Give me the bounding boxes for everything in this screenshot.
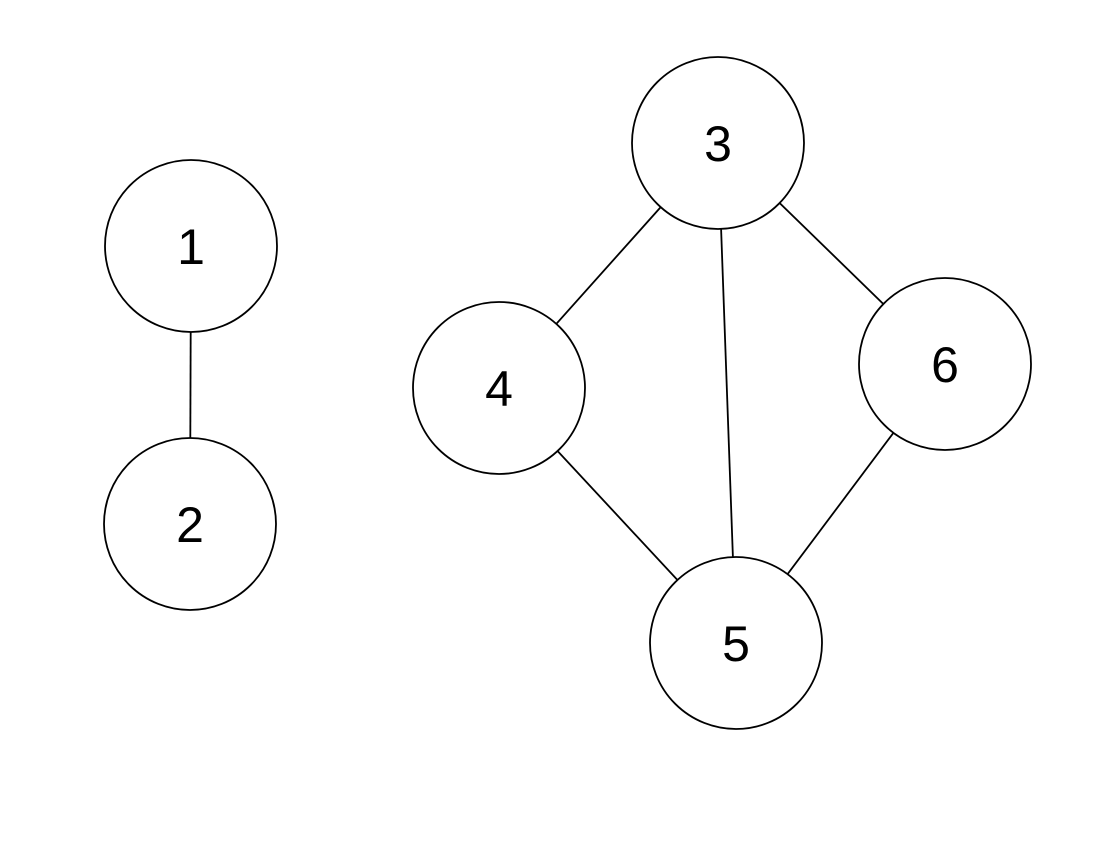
node-2-label: 2 xyxy=(176,497,204,553)
node-4-label: 4 xyxy=(485,361,513,417)
graph-node-4: 4 xyxy=(412,301,586,475)
node-2-circle xyxy=(103,437,277,611)
node-6-circle xyxy=(858,277,1032,451)
node-1-circle xyxy=(104,159,278,333)
node-1-label: 1 xyxy=(177,219,205,275)
node-5-label: 5 xyxy=(722,616,750,672)
node-6-label: 6 xyxy=(931,337,959,393)
node-5-circle xyxy=(649,556,823,730)
nodes-layer: 1 2 3 4 5 6 xyxy=(103,56,1032,730)
node-3-circle xyxy=(631,56,805,230)
node-3-label: 3 xyxy=(704,116,732,172)
graph-node-3: 3 xyxy=(631,56,805,230)
graph-node-1: 1 xyxy=(104,159,278,333)
graph-node-2: 2 xyxy=(103,437,277,611)
node-4-circle xyxy=(412,301,586,475)
graph-node-5: 5 xyxy=(649,556,823,730)
graph-node-6: 6 xyxy=(858,277,1032,451)
